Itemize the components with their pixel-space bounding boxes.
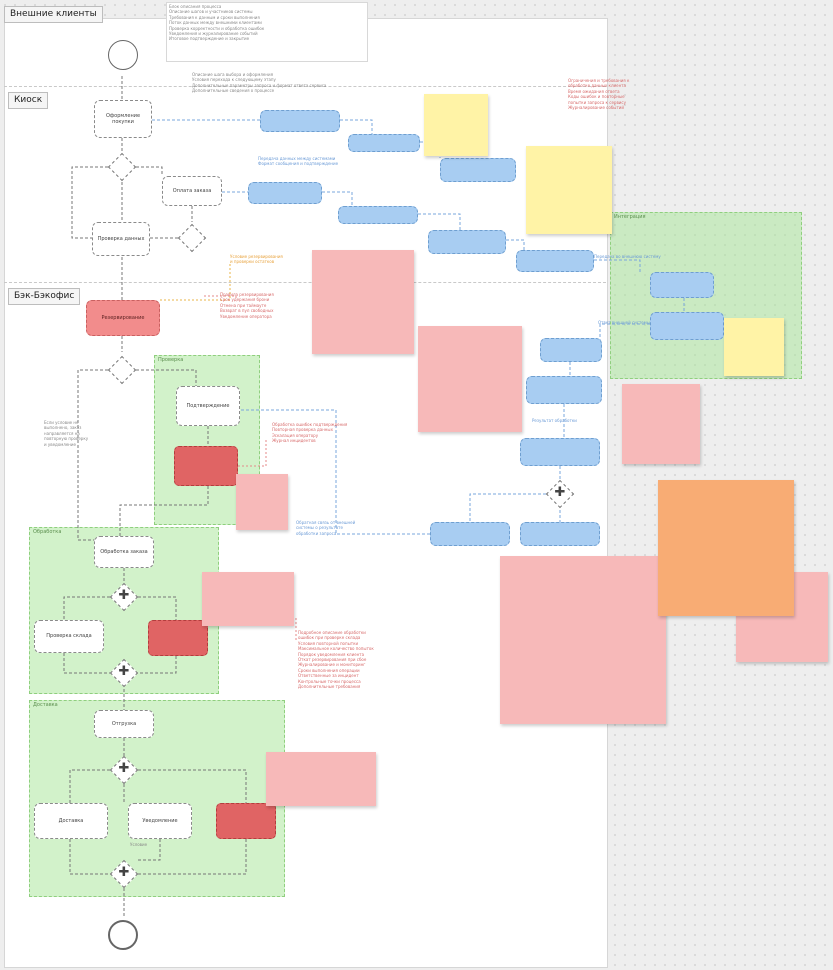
blue-task-branch-a[interactable]	[430, 522, 510, 546]
end-event[interactable]	[108, 920, 138, 950]
sticky-note-yellow[interactable]	[724, 318, 784, 376]
annotation-red: Правила резервирования Срок удержания бр…	[220, 292, 274, 319]
annotation-gray: Условие	[130, 842, 148, 847]
blue-task-external-api[interactable]	[650, 272, 714, 298]
task-process[interactable]: Обработка заказа	[94, 536, 154, 568]
blue-task-handle[interactable]	[540, 338, 602, 362]
annotation-blue: Ответ внешней системы	[598, 320, 650, 325]
lane-label-external[interactable]: Внешние клиенты	[4, 6, 103, 23]
lane-label-kiosk[interactable]: Киоск	[8, 92, 49, 109]
plus-icon: ✚	[118, 664, 130, 679]
task-process-error[interactable]	[174, 446, 238, 486]
plus-icon: ✚	[118, 761, 130, 776]
task-check-stock[interactable]: Проверка склада	[34, 620, 104, 653]
lane-divider	[4, 86, 606, 87]
lane-label-backend[interactable]: Бэк-Бэкофис	[8, 288, 81, 305]
blue-task-receive[interactable]	[338, 206, 418, 224]
annotation-branch: Если условие не выполнено, заказ направл…	[44, 420, 89, 447]
lane-divider	[4, 282, 606, 283]
sticky-note-yellow[interactable]	[526, 146, 612, 234]
sticky-note-pink-large[interactable]	[266, 752, 376, 806]
annotation-blue: Результат обработки	[532, 418, 577, 423]
annotation-blue: Передача во внешнюю систему	[594, 254, 661, 259]
plus-icon: ✚	[118, 865, 130, 880]
annotation-blue: Обратная связь от внешней системы о резу…	[296, 520, 356, 536]
blue-task-response[interactable]	[348, 134, 420, 152]
blue-task-request[interactable]	[260, 110, 340, 132]
task-payment[interactable]: Оплата заказа	[162, 176, 222, 206]
blue-task-sync[interactable]	[440, 158, 516, 182]
blue-task-send[interactable]	[248, 182, 322, 204]
annotation-orange: Условие резервирования и проверки остатк…	[230, 254, 283, 265]
annotation-red: Обработка ошибок подтверждения Повторная…	[272, 422, 348, 444]
sticky-note-pink[interactable]	[312, 250, 414, 354]
plus-icon: ✚	[554, 485, 566, 500]
blue-task-queue[interactable]	[516, 250, 594, 272]
legend-notes: Блок описания процесса Описание шагов и …	[166, 2, 368, 62]
sticky-note-yellow[interactable]	[424, 94, 488, 156]
task-delivery-error[interactable]	[216, 803, 276, 839]
annotation-red: Подробное описание обработки ошибок при …	[298, 630, 374, 689]
annotation-blue: Передача данных между системами Формат с…	[258, 156, 339, 167]
task-stock-error[interactable]	[148, 620, 208, 656]
annotation-gray: Описание шага выбора и оформления Услови…	[192, 72, 327, 94]
task-select-product[interactable]: Оформление покупки	[94, 100, 152, 138]
blue-task-log[interactable]	[526, 376, 602, 404]
sticky-note-orange[interactable]	[658, 480, 794, 616]
task-notify[interactable]: Уведомление	[128, 803, 192, 839]
sticky-note-pink[interactable]	[236, 474, 288, 530]
group-delivery: Доставка	[29, 700, 285, 897]
start-event[interactable]	[108, 40, 138, 70]
task-confirm[interactable]: Подтверждение	[176, 386, 240, 426]
blue-task-store[interactable]	[428, 230, 506, 254]
sticky-note-pink-large[interactable]	[202, 572, 294, 626]
sticky-note-pink[interactable]	[500, 556, 666, 724]
sticky-note-pink[interactable]	[418, 326, 522, 432]
blue-task-notify[interactable]	[520, 438, 600, 466]
plus-icon: ✚	[118, 588, 130, 603]
task-ship[interactable]: Отгрузка	[94, 710, 154, 738]
task-validate[interactable]: Проверка данных	[92, 222, 150, 256]
blue-task-branch-b[interactable]	[520, 522, 600, 546]
task-reserve[interactable]: Резервирование	[86, 300, 160, 336]
sticky-note-pink[interactable]	[622, 384, 700, 464]
task-delivery[interactable]: Доставка	[34, 803, 108, 839]
blue-task-external-result[interactable]	[650, 312, 724, 340]
annotation-red: Ограничения и требования к обработке дан…	[568, 78, 630, 110]
